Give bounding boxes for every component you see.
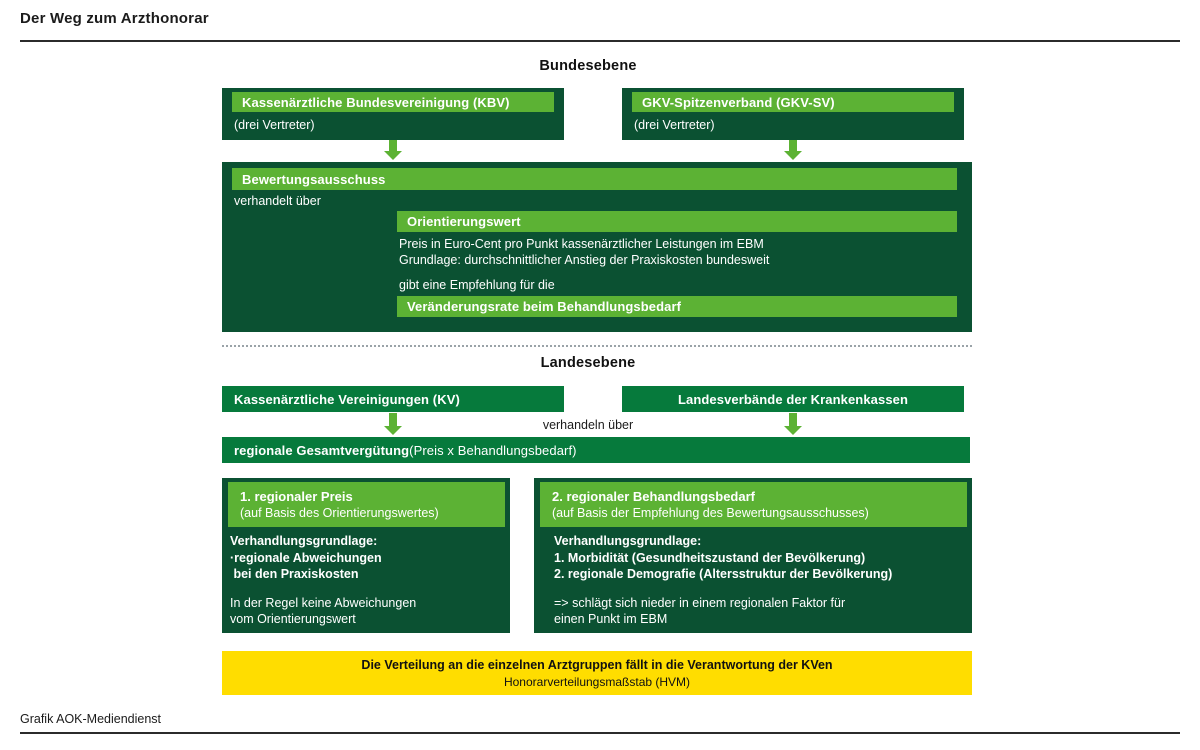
box-behandlungsbedarf-header: 2. regionaler Behandlungsbedarf (auf Bas… <box>540 482 967 527</box>
box-veraenderungsrate-title: Veränderungsrate beim Behandlungsbedarf <box>397 296 957 317</box>
regionaler-preis-subtitle: (auf Basis des Orientierungswertes) <box>240 506 439 520</box>
box-regionaler-preis-header: 1. regionaler Preis (auf Basis des Orien… <box>228 482 505 527</box>
negotiate-label: verhandeln über <box>542 418 634 432</box>
regionaler-preis-title: 1. regionaler Preis <box>240 489 353 504</box>
preis-spacer <box>230 583 508 595</box>
bedarf-basis-label: Verhandlungsgrundlage: <box>554 534 702 548</box>
preis-basis-line-2: bei den Praxiskosten <box>230 567 359 581</box>
bedarf-basis-line-2: 2. regionale Demografie (Altersstruktur … <box>554 567 893 581</box>
preis-result-line-2: vom Orientierungswert <box>230 612 356 626</box>
orientierungswert-line-1: Preis in Euro-Cent pro Punkt kassenärztl… <box>399 237 764 251</box>
banner-line-2: Honorarverteilungsmaßstab (HVM) <box>503 674 691 689</box>
section-heading-landesebene: Landesebene <box>540 355 636 371</box>
box-landesverbaende: Landesverbände der Krankenkassen <box>622 386 964 412</box>
gesamtverguetung-note: (Preis x Behandlungsbedarf) <box>409 442 577 458</box>
arrow-landesverbaende-to-gesamtverguetung <box>784 413 802 435</box>
box-kbv-title: Kassenärztliche Bundesvereinigung (KBV) <box>232 92 554 112</box>
banner-hvm: Die Verteilung an die einzelnen Arztgrup… <box>222 651 972 695</box>
section-heading-bundesebene: Bundesebene <box>539 58 637 74</box>
box-regionale-gesamtverguetung: regionale Gesamtvergütung (Preis x Behan… <box>222 437 970 463</box>
bedarf-spacer <box>554 583 969 595</box>
box-behandlungsbedarf-body: Verhandlungsgrundlage: 1. Morbidität (Ge… <box>554 533 969 628</box>
bedarf-basis-line-1: 1. Morbidität (Gesundheitszustand der Be… <box>554 550 866 565</box>
orientierungswert-line-2: Grundlage: durchschnittlicher Anstieg de… <box>399 253 770 267</box>
box-gkv-note: (drei Vertreter) <box>634 118 715 132</box>
preis-result-line-1: In der Regel keine Abweichungen <box>230 595 417 610</box>
arrow-gkv-to-committee <box>784 140 802 160</box>
box-landesverbaende-label: Landesverbände der Krankenkassen <box>677 391 909 407</box>
banner-line-1: Die Verteilung an die einzelnen Arztgrup… <box>361 657 833 672</box>
gesamtverguetung-bold: regionale Gesamtvergütung <box>234 442 410 458</box>
level-divider <box>222 345 972 347</box>
arrow-kbv-to-committee <box>384 140 402 160</box>
footer-rule <box>20 732 1180 734</box>
box-orientierungswert-title: Orientierungswert <box>397 211 957 232</box>
box-regionaler-preis-body: Verhandlungsgrundlage: ·regionale Abweic… <box>230 533 508 628</box>
behandlungsbedarf-title: 2. regionaler Behandlungsbedarf <box>552 489 755 504</box>
empfehlung-intro: gibt eine Empfehlung für die <box>399 278 555 292</box>
page-title: Der Weg zum Arzthonorar <box>20 10 209 27</box>
graphic-credit: Grafik AOK-Mediendienst <box>20 712 162 726</box>
box-bewertungsausschuss-intro: verhandelt über <box>234 194 321 208</box>
bedarf-result-line-2: einen Punkt im EBM <box>554 612 668 626</box>
header-rule <box>20 40 1180 42</box>
box-kbv-note: (drei Vertreter) <box>234 118 315 132</box>
preis-basis-line-1: ·regionale Abweichungen <box>230 550 382 565</box>
behandlungsbedarf-subtitle: (auf Basis der Empfehlung des Bewertungs… <box>552 506 869 520</box>
box-bewertungsausschuss-title: Bewertungsausschuss <box>232 168 957 190</box>
preis-basis-label: Verhandlungsgrundlage: <box>230 534 378 548</box>
arrow-kv-to-gesamtverguetung <box>384 413 402 435</box>
box-kv-label: Kassenärztliche Vereinigungen (KV) <box>234 391 460 407</box>
box-gkv-title: GKV-Spitzenverband (GKV-SV) <box>632 92 954 112</box>
box-kassenaerztliche-vereinigungen: Kassenärztliche Vereinigungen (KV) <box>222 386 564 412</box>
bedarf-result-line-1: => schlägt sich nieder in einem regional… <box>554 595 846 610</box>
